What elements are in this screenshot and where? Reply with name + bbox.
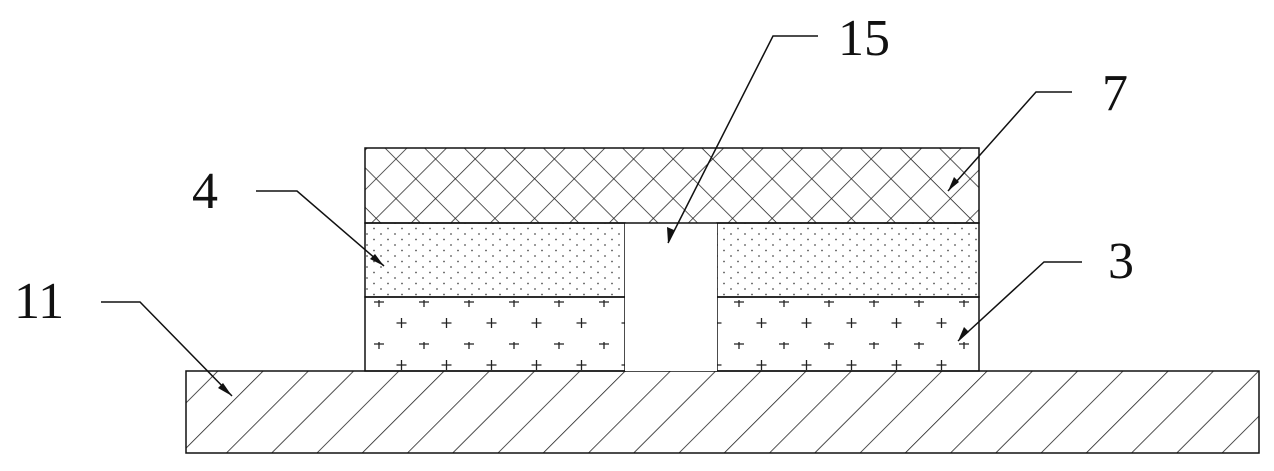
arrowhead-3 <box>958 327 969 341</box>
layer-4-left <box>364 222 626 298</box>
label-3: 3 <box>1108 233 1134 290</box>
layer-4-right <box>716 222 980 298</box>
label-15: 15 <box>838 10 890 67</box>
arrowhead-15 <box>667 227 674 243</box>
layer-3-right <box>716 296 980 372</box>
arrowhead-4 <box>370 254 384 266</box>
leader-line-7 <box>947 91 1072 192</box>
leader-line-3 <box>957 261 1082 342</box>
layer-3-left <box>364 296 626 372</box>
leader-line-15 <box>667 35 818 244</box>
label-7: 7 <box>1102 65 1128 122</box>
leader-line-11 <box>101 301 233 397</box>
top-layer-7 <box>364 147 980 224</box>
substrate-layer-11 <box>185 370 1260 454</box>
label-11: 11 <box>14 273 64 330</box>
arrowhead-11 <box>218 383 232 396</box>
leader-line-4 <box>256 190 385 267</box>
label-4: 4 <box>192 163 218 220</box>
gap-15 <box>625 223 717 371</box>
arrowhead-7 <box>948 177 959 191</box>
